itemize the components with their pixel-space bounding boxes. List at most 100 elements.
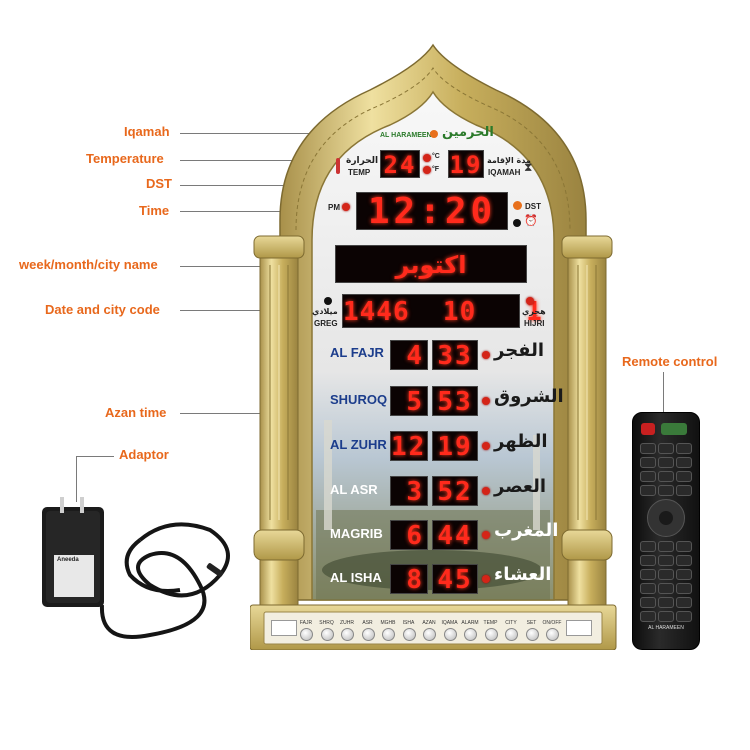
remote-key[interactable] [658,485,674,496]
remote-key[interactable] [676,541,692,552]
hourglass-icon: ⧗ [524,160,533,174]
base-button[interactable] [361,628,375,641]
hijri-en: HIJRI [524,319,545,328]
base-button[interactable] [484,628,498,641]
base-button-label: ZUHR [340,620,354,626]
remote-key[interactable] [658,569,674,580]
base-button-label: FAJR [299,620,313,626]
prayer-indicator [482,397,490,405]
remote-top-button[interactable] [661,423,687,435]
unit-f: °F [432,166,440,173]
alarm-icon: ⏰ [524,214,538,227]
remote-key[interactable] [676,443,692,454]
iqamah-en: IQAMAH [488,168,521,177]
prayer-hours: 12 [390,431,428,462]
remote-key[interactable] [676,611,692,622]
remote-key[interactable] [658,597,674,608]
remote-key[interactable] [640,611,656,622]
remote-key[interactable] [658,541,674,552]
remote-key[interactable] [676,457,692,468]
remote-key[interactable] [676,555,692,566]
remote-key[interactable] [640,583,656,594]
remote-key[interactable] [658,457,674,468]
iqamah-ar: مدة الإقامة [487,156,531,165]
prayer-indicator [482,575,490,583]
power-button[interactable] [641,423,655,435]
remote-key[interactable] [658,555,674,566]
leader-time [180,211,360,212]
base-button[interactable] [443,628,457,641]
remote-key[interactable] [658,611,674,622]
remote-key[interactable] [658,583,674,594]
prayer-hours: 5 [390,386,428,417]
base-button-label: SET [526,620,537,626]
prayer-label-en: AL ZUHR [330,437,387,452]
date-display: 1446 10 1 [342,294,542,328]
prayer-label-en: MAGRIB [330,526,383,541]
dpad[interactable] [647,499,685,537]
brand-ar: الحرمين [442,125,494,140]
prayer-label-ar: العشاء [494,564,552,585]
remote-key[interactable] [676,597,692,608]
prayer-indicator [482,442,490,450]
prayer-label-en: AL ASR [330,482,378,497]
leader-remote-drop [663,372,664,412]
remote-key[interactable] [658,443,674,454]
prayer-label-ar: المغرب [494,520,559,541]
remote-key[interactable] [676,471,692,482]
callout-azan-time: Azan time [105,405,167,420]
remote-key[interactable] [640,555,656,566]
base-button[interactable] [505,628,518,641]
base-button-label: ISHA [402,620,415,626]
prayer-indicator [482,351,490,359]
prayer-hours: 4 [390,340,428,371]
remote-key[interactable] [640,457,656,468]
dst-indicator [513,201,522,210]
base-button-label: ASR [362,620,373,626]
pm-indicator [342,203,350,211]
prayer-label-en: AL FAJR [330,345,384,360]
remote-control: AL HARAMEEN [632,412,700,650]
alarm-indicator [513,219,521,227]
remote-key[interactable] [676,569,692,580]
base-left-window [271,620,297,636]
base-button[interactable] [320,628,334,641]
greg-en: GREG [314,319,338,328]
base-button[interactable] [341,628,354,641]
remote-key[interactable] [676,485,692,496]
remote-key[interactable] [640,569,656,580]
base-button[interactable] [464,628,477,641]
callout-time: Time [139,203,170,218]
remote-key[interactable] [640,443,656,454]
remote-key[interactable] [676,583,692,594]
callout-temperature: Temperature [86,151,164,166]
prayer-minutes: 19 [432,431,478,462]
base-button[interactable] [546,628,559,641]
leader-temperature [180,160,380,161]
callout-remote-control: Remote control [622,354,718,369]
base-button-label: TEMP [483,620,498,626]
base-button[interactable] [382,628,395,641]
leader-adaptor-drop [76,456,77,502]
remote-key[interactable] [640,485,656,496]
remote-key[interactable] [640,541,656,552]
prayer-minutes: 44 [432,520,478,551]
prayer-minutes: 33 [432,340,478,371]
remote-key[interactable] [640,471,656,482]
prayer-indicator [482,487,490,495]
dpad-center-button[interactable] [659,511,673,525]
adaptor-image [42,497,230,639]
hijri-ar: هجري [522,307,546,316]
thermometer-icon [336,158,340,174]
callout-iqamah: Iqamah [124,124,170,139]
base-button[interactable] [423,628,436,641]
prayer-minutes: 52 [432,476,478,507]
base-button[interactable] [402,628,416,641]
base-button[interactable] [300,628,313,641]
prayer-label-en: AL ISHA [330,570,382,585]
base-button[interactable] [525,628,539,641]
prayer-minutes: 45 [432,564,478,595]
temp-ar: الحرارة [346,156,379,166]
remote-key[interactable] [640,597,656,608]
remote-key[interactable] [658,471,674,482]
